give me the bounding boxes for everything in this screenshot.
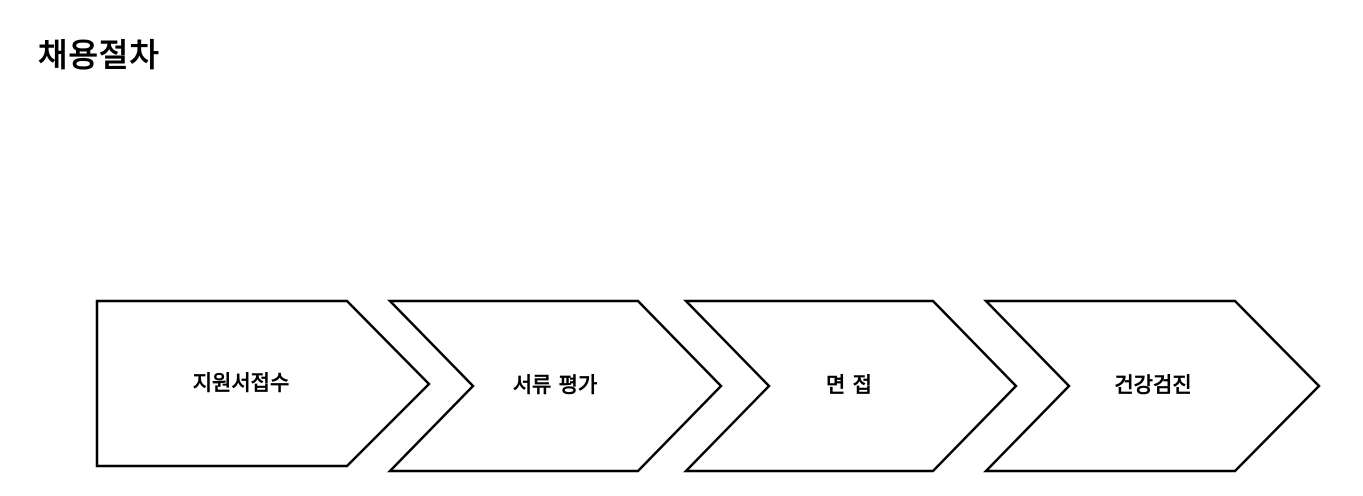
step-1-shape (95, 299, 431, 468)
step-3-label: 면 접 (826, 373, 872, 397)
step-3-shape (683, 299, 1018, 473)
step-2-label: 서류 평가 (513, 373, 598, 397)
step-4-label: 건강검진 (1114, 373, 1191, 397)
step-1-label: 지원서접수 (193, 371, 290, 395)
step-2-shape (387, 299, 723, 473)
step-4: 건강검진 (983, 299, 1321, 473)
step-2: 서류 평가 (387, 299, 723, 473)
step-3: 면 접 (683, 299, 1018, 473)
step-1: 지원서접수 (95, 299, 431, 468)
page-title: 채용절차 (38, 36, 160, 74)
step-4-shape (983, 299, 1321, 473)
